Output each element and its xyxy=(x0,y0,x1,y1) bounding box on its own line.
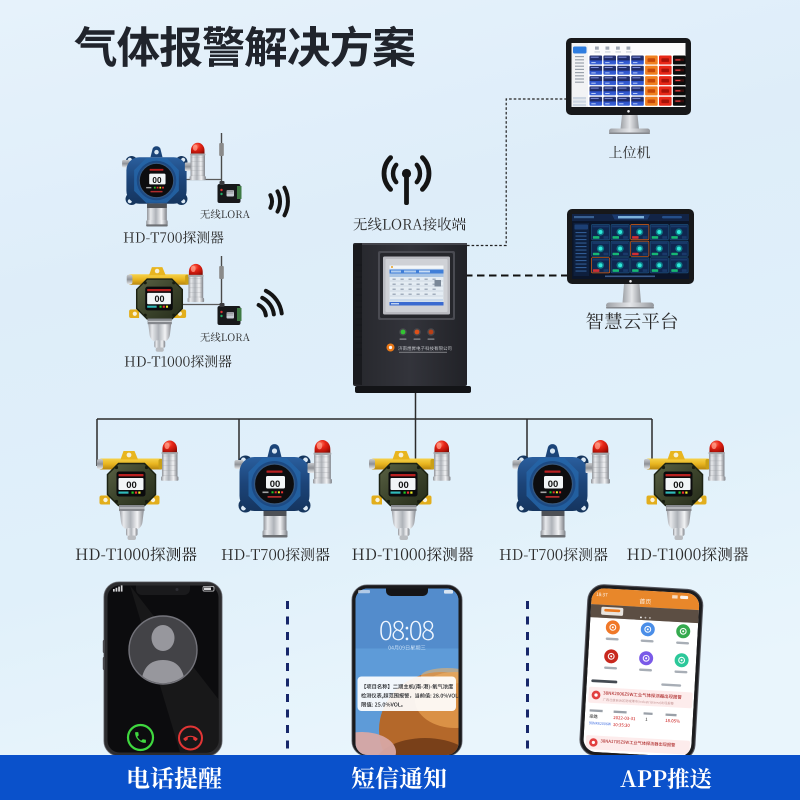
svg-text:00: 00 xyxy=(154,294,164,304)
svg-text:00: 00 xyxy=(548,479,559,490)
svg-text:00: 00 xyxy=(398,480,409,491)
svg-text:00: 00 xyxy=(152,176,162,185)
svg-text:00: 00 xyxy=(126,480,137,491)
svg-text:00: 00 xyxy=(270,479,281,490)
svg-text:00: 00 xyxy=(673,480,684,491)
